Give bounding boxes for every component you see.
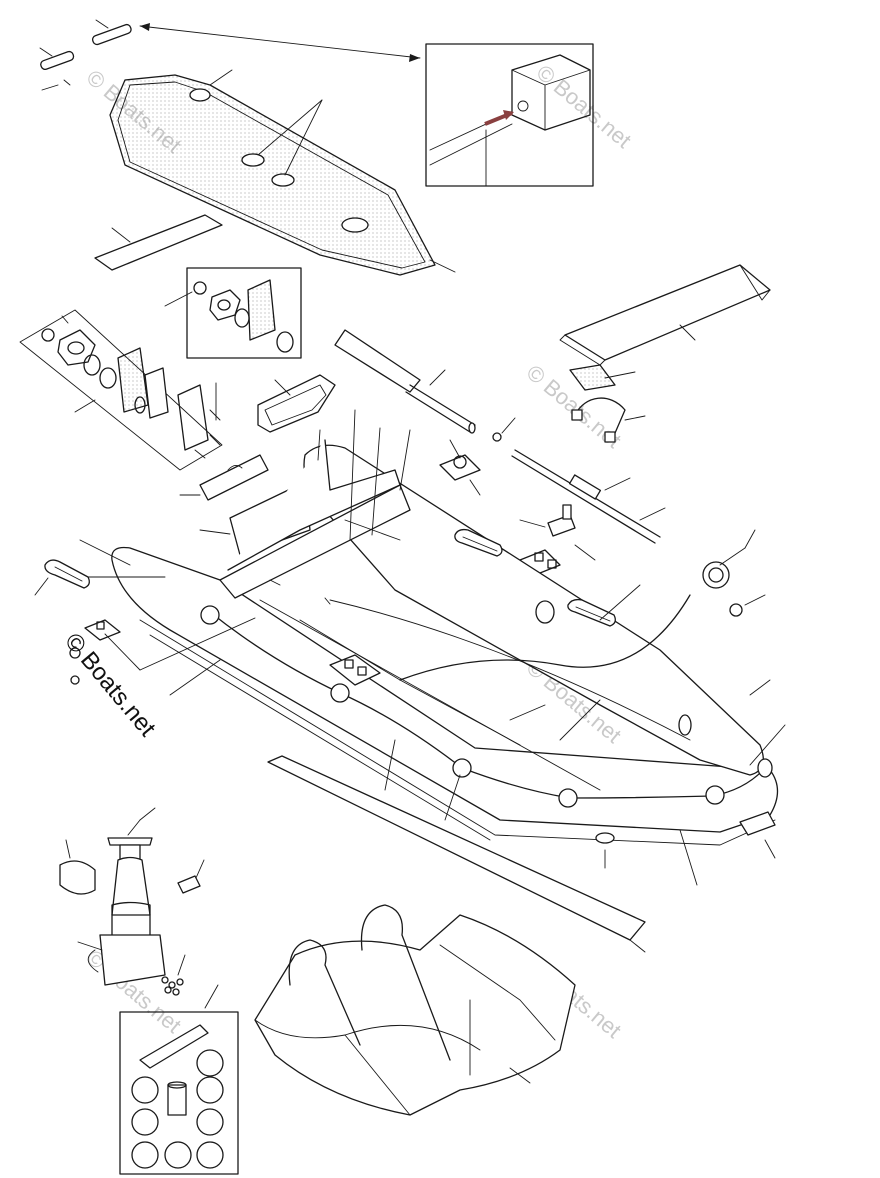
keel-strip: [267, 755, 646, 953]
rowlock-parts: [439, 417, 516, 496]
air-valve: [702, 529, 766, 617]
transom-boards: [179, 454, 311, 556]
foot-pump: [59, 807, 205, 996]
carry-handle: [34, 559, 90, 596]
boat-hull: [79, 409, 786, 886]
faint-watermark: © Boats.net: [532, 60, 636, 153]
floor-board: [109, 69, 456, 276]
floor-rods: [39, 19, 421, 91]
handle-part: [257, 374, 336, 433]
rod-connector-detail: [425, 43, 594, 187]
repair-kit-box: [119, 984, 239, 1175]
seat-board: [559, 264, 771, 443]
oar: [334, 329, 476, 434]
small-fitting: [69, 619, 121, 685]
wood-strip: [94, 214, 223, 271]
long-pole: [511, 449, 666, 544]
transom-valve-assembly: [19, 309, 223, 471]
valve-detail-box: [164, 267, 302, 359]
fittings: [519, 504, 596, 576]
carry-bag: [254, 904, 576, 1116]
